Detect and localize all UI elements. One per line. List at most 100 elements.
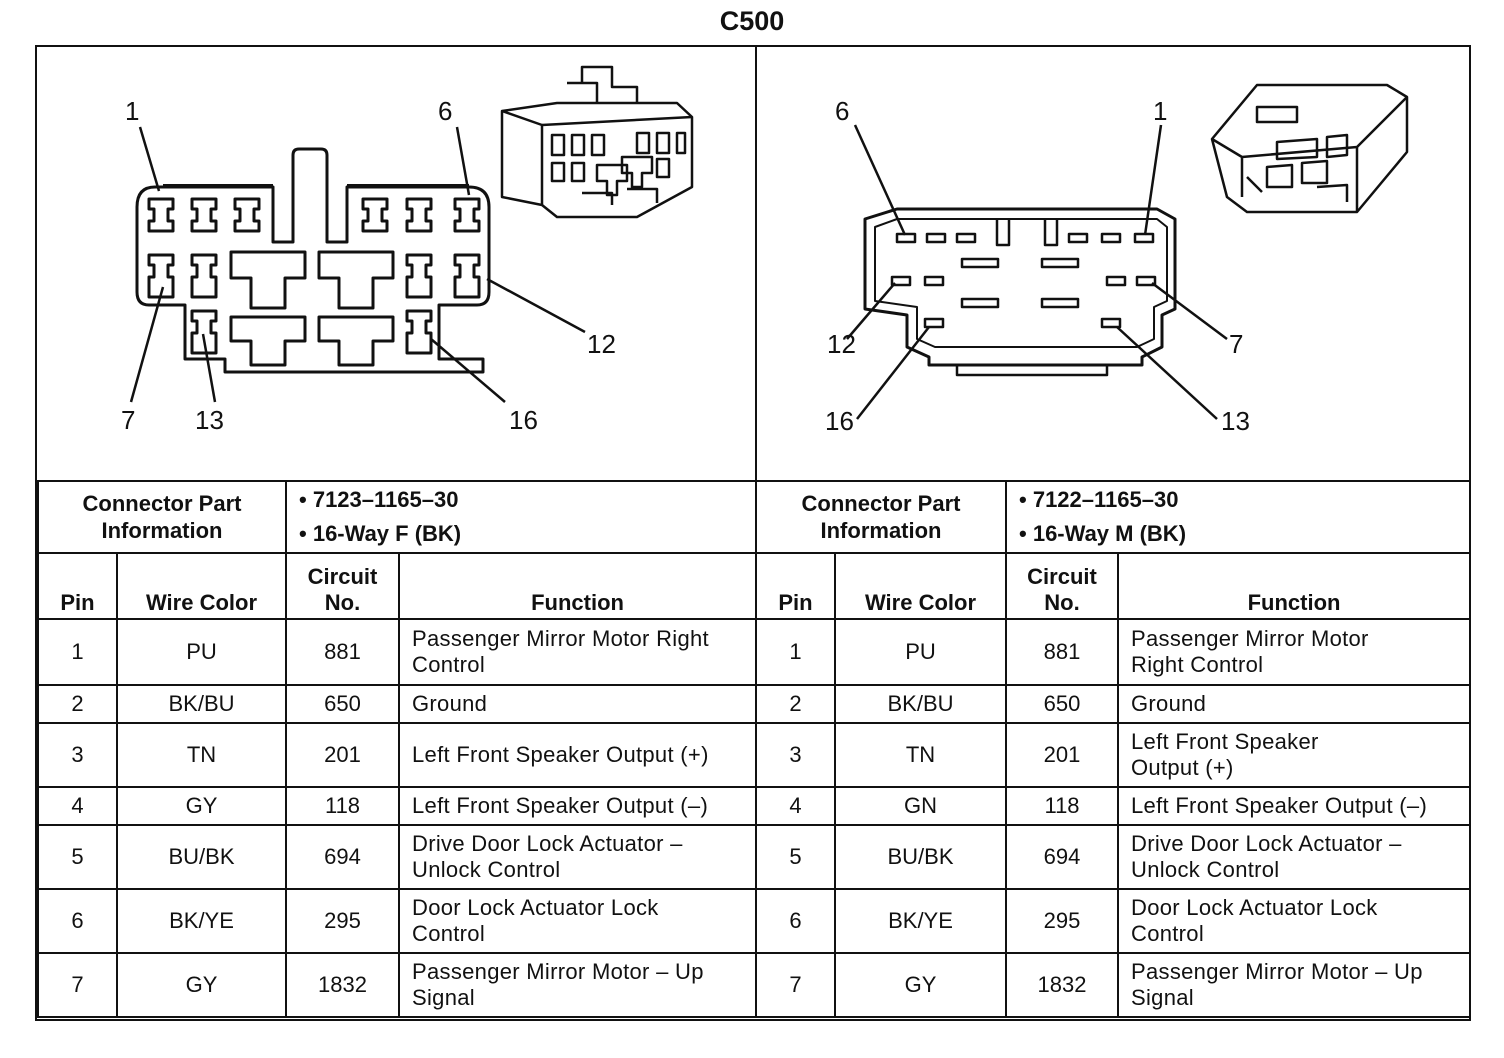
function-line: Drive Door Lock Actuator –	[412, 831, 683, 856]
right-pin-slots	[890, 232, 1157, 329]
pin-cell: 4	[37, 786, 118, 826]
function-line: Passenger Mirror Motor	[1131, 626, 1369, 651]
function-line: Door Lock Actuator Lock	[412, 895, 659, 920]
circuit-cell: 881	[1005, 618, 1120, 686]
connector-part-info: • 7122–1165–30• 16-Way M (BK)	[1005, 480, 1472, 554]
connector-part-info: • 7123–1165–30• 16-Way F (BK)	[285, 480, 758, 554]
function-line: Door Lock Actuator Lock	[1131, 895, 1378, 920]
left-pin-label-6: 6	[438, 96, 452, 126]
pin-header: Pin	[755, 552, 836, 620]
right-leader-lines	[846, 124, 1228, 420]
pin-cell: 2	[37, 684, 118, 724]
function-line: Left Front Speaker Output (+)	[412, 742, 709, 767]
circuit-cell: 201	[1005, 722, 1120, 788]
left-connector-diagram: 1 6 7 13 12 16	[37, 47, 755, 480]
left-middle-cavities	[147, 250, 481, 310]
pin-cell: 6	[755, 888, 836, 954]
right-pin-label-16: 16	[825, 406, 854, 436]
function-cell: Ground	[1117, 684, 1472, 724]
function-line: Passenger Mirror Motor Right	[412, 626, 709, 651]
wire-color-cell: GN	[833, 786, 1008, 826]
function-line: Passenger Mirror Motor – Up	[412, 959, 704, 984]
wire-color-cell: BK/BU	[833, 684, 1008, 724]
pin-cell: 3	[37, 722, 118, 788]
left-connector-isometric	[500, 65, 694, 219]
function-line: Unlock Control	[1131, 857, 1280, 882]
pin-cell: 4	[755, 786, 836, 826]
circuit-cell: 295	[285, 888, 401, 954]
function-line: Control	[412, 652, 486, 677]
function-line: Signal	[412, 985, 475, 1010]
wire-color-cell: PU	[115, 618, 288, 686]
wire-color-cell: BK/BU	[115, 684, 288, 724]
function-line: Left Front Speaker Output (–)	[412, 793, 709, 818]
function-line: Control	[1131, 921, 1205, 946]
connector-title: C500	[719, 6, 785, 36]
wire-color-cell: BU/BK	[115, 824, 288, 890]
pin-cell: 1	[37, 618, 118, 686]
left-pin-label-12: 12	[587, 329, 616, 359]
wire-color-cell: BK/YE	[833, 888, 1008, 954]
pin-cell: 3	[755, 722, 836, 788]
circuit-cell: 650	[285, 684, 401, 724]
right-connector-diagram: 6 1 12 7 16 13	[757, 47, 1469, 480]
circuit-cell: 881	[285, 618, 401, 686]
function-line: Unlock Control	[412, 857, 561, 882]
circuit-cell: 201	[285, 722, 401, 788]
function-cell: Drive Door Lock Actuator –Unlock Control	[1117, 824, 1472, 890]
wire-color-cell: TN	[833, 722, 1008, 788]
left-pin-label-7: 7	[121, 405, 135, 435]
function-cell: Left Front Speaker Output (–)	[1117, 786, 1472, 826]
pin-cell: 7	[755, 952, 836, 1018]
circuit-cell: 118	[285, 786, 401, 826]
circuit-cell: 694	[1005, 824, 1120, 890]
pin-cell: 1	[755, 618, 836, 686]
right-connector-svg: 6 1 12 7 16 13	[825, 83, 1409, 436]
left-pin-label-16: 16	[509, 405, 538, 435]
left-pin-label-1: 1	[125, 96, 139, 126]
function-cell: Left Front Speaker Output (+)	[398, 722, 758, 788]
pin-header: Pin	[37, 552, 118, 620]
function-line: Drive Door Lock Actuator –	[1131, 831, 1402, 856]
right-connector-outline	[863, 207, 1177, 367]
right-pin-label-6: 6	[835, 96, 849, 126]
left-connector-outline	[135, 147, 491, 374]
circuit-cell: 295	[1005, 888, 1120, 954]
panel-divider	[755, 45, 757, 482]
circuit-cell: 650	[1005, 684, 1120, 724]
function-line: Left Front Speaker	[1131, 729, 1319, 754]
left-pin-label-13: 13	[195, 405, 224, 435]
function-header: Function	[1117, 552, 1472, 620]
wire-color-cell: PU	[833, 618, 1008, 686]
right-pin-label-13: 13	[1221, 406, 1250, 436]
wire-color-cell: GY	[115, 786, 288, 826]
function-cell: Drive Door Lock Actuator –Unlock Control	[398, 824, 758, 890]
right-pin-label-7: 7	[1229, 329, 1243, 359]
circuit-cell: 1832	[285, 952, 401, 1018]
pin-cell: 7	[37, 952, 118, 1018]
wire-color-cell: GY	[833, 952, 1008, 1018]
circuit-cell: 694	[285, 824, 401, 890]
wire-color-cell: BU/BK	[833, 824, 1008, 890]
wire-color-header: Wire Color	[833, 552, 1008, 620]
